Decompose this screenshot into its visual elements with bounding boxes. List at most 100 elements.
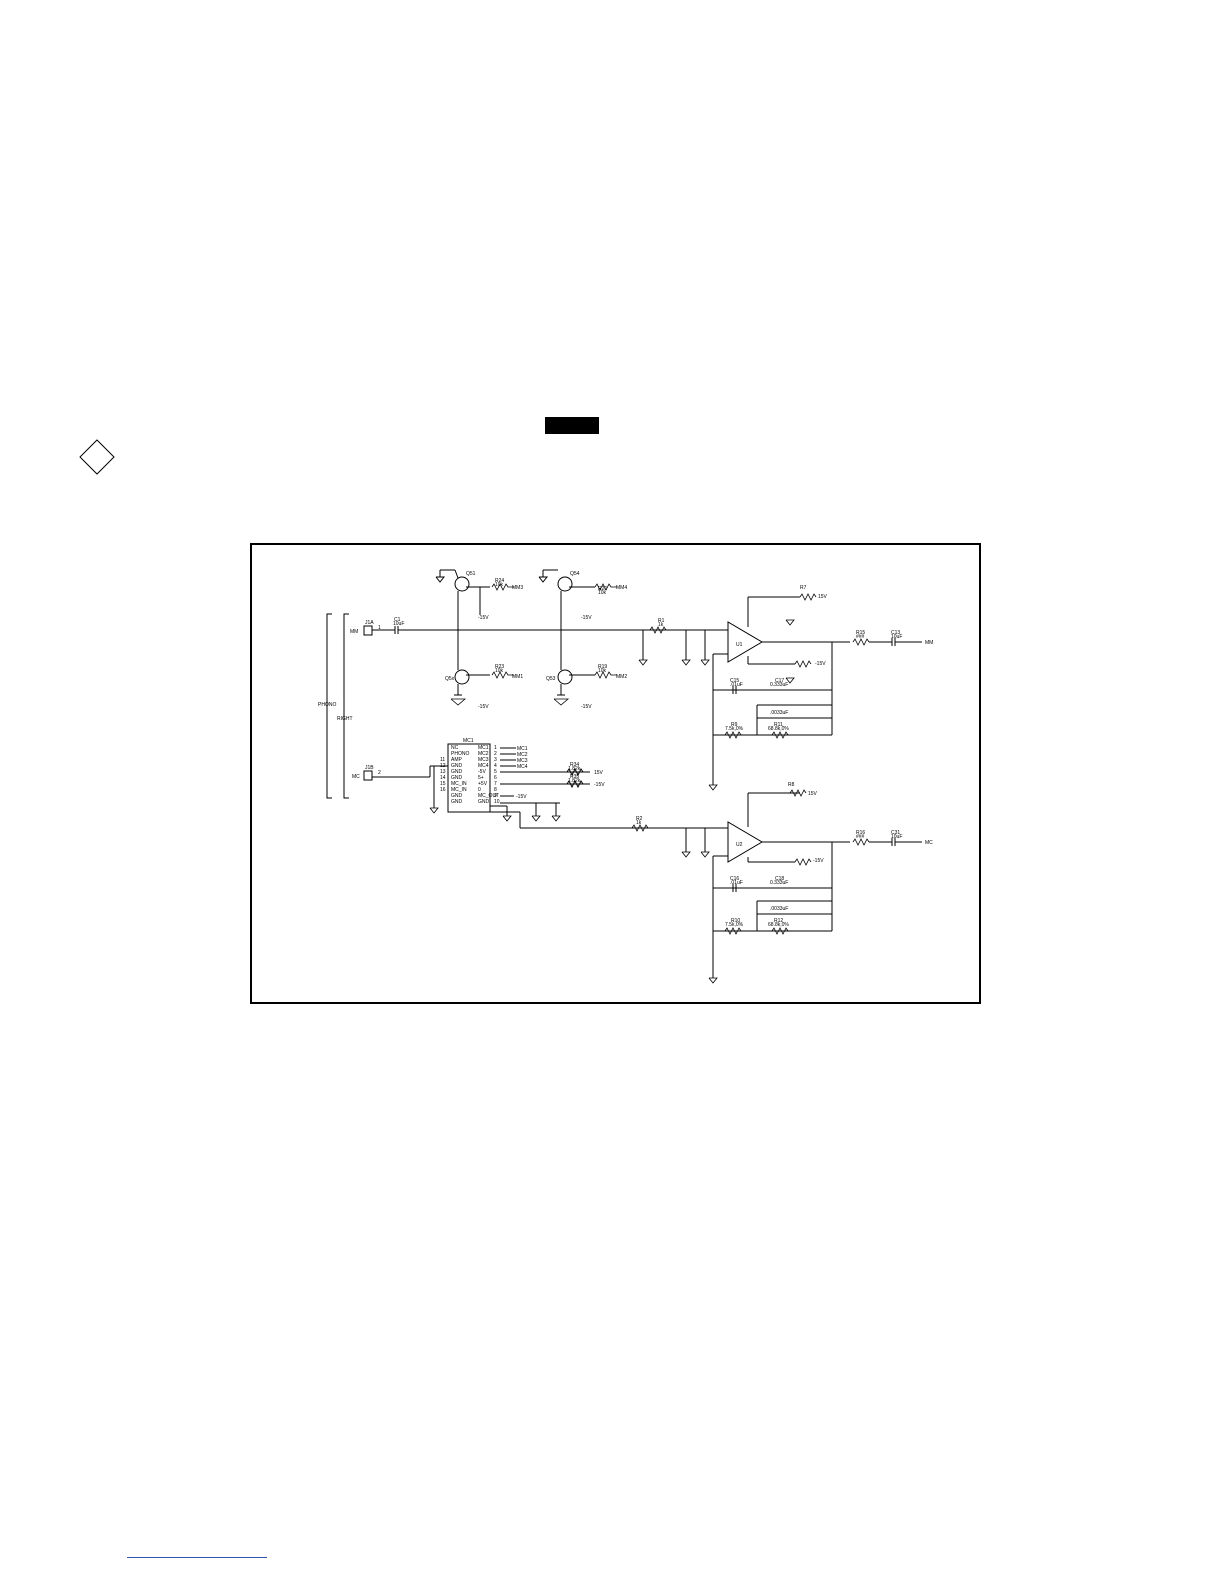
diamond-marker xyxy=(79,439,115,475)
c15-value: .01uF xyxy=(730,682,743,688)
r24-label: R24 xyxy=(495,578,504,584)
r1-label: R1 xyxy=(658,618,665,624)
pin-number: 7 xyxy=(494,781,497,787)
r16-value: ### xyxy=(856,834,865,840)
r23-label: R23 xyxy=(495,664,504,670)
mc1-pin: AMP xyxy=(451,757,462,763)
mc1-right-pin: +5V xyxy=(478,781,488,787)
pin-number: 2 xyxy=(494,751,497,757)
pin-number: 11 xyxy=(440,757,446,763)
pin-number: 14 xyxy=(440,775,446,781)
r9-value: 7.5k,0% xyxy=(725,726,744,732)
mc1-label: MC1 xyxy=(463,738,474,744)
c17-value: 0.333uF xyxy=(770,682,788,688)
r12-value: 68.8k,0% xyxy=(768,922,789,928)
c22-value: .0033uF xyxy=(770,906,788,912)
r10-value: 7.5k,0% xyxy=(725,922,744,928)
r1-value: 1k xyxy=(658,622,664,628)
c16-value: .01uF xyxy=(730,880,743,886)
mm-input-label: MM xyxy=(350,629,358,635)
mc1-pin: GND xyxy=(451,793,463,799)
mc1-right-pin-numbers: 1 2 3 4 5 6 7 8 9 10 xyxy=(494,745,500,805)
pin-number: 16 xyxy=(440,787,446,793)
pin-number: 4 xyxy=(494,763,497,769)
mc1-right-pin: -5V xyxy=(478,769,486,775)
mc-net-1: MC1 xyxy=(517,746,528,752)
m15b-label: -15V xyxy=(516,794,527,800)
r2-value: 1k xyxy=(636,820,642,826)
q54-label: Q54 xyxy=(570,571,580,577)
r15-value: ### xyxy=(856,634,865,640)
pin-number: 3 xyxy=(494,757,497,763)
m15v-label-6: -15V xyxy=(813,858,824,864)
mc1-right-pin: GND xyxy=(478,799,490,805)
c31-value: 10uF xyxy=(891,834,902,840)
mm2-net: MM2 xyxy=(616,674,627,680)
r19-value: 10k xyxy=(598,668,607,674)
schematic-frame xyxy=(250,543,981,1004)
phono-label: PHONO xyxy=(318,702,336,708)
mc1-pin: GND xyxy=(451,769,463,775)
mc1-right-pin: MC1 xyxy=(478,745,489,751)
r16-label: R16 xyxy=(856,830,865,836)
p15v-label-1: 15V xyxy=(818,594,828,600)
m15v-label-1: -15V xyxy=(478,615,489,621)
r19-label: R19 xyxy=(598,664,607,670)
mc1-right-pin: MC4 xyxy=(478,763,489,769)
c31-label: C31 xyxy=(891,830,900,836)
p15v-label-2: 15V xyxy=(808,791,818,797)
m15v-label-5: -15V xyxy=(815,661,826,667)
mc1-pin: NC xyxy=(451,745,459,751)
mc-input-label: MC xyxy=(352,774,360,780)
c1-label: C1 xyxy=(394,617,401,623)
mc1-pin: GND xyxy=(451,763,463,769)
r8-label: R8 xyxy=(788,782,795,788)
pin-number: 5 xyxy=(494,769,497,775)
mc-net-4: MC4 xyxy=(517,764,528,770)
mc1-right-pin: MC_OUT xyxy=(478,793,500,799)
j1a-label: J1A xyxy=(365,620,374,626)
r34-label: R34 xyxy=(570,762,579,768)
c15-label: C15 xyxy=(730,678,739,684)
mm-output-label: MM xyxy=(925,640,933,646)
pin-number: 13 xyxy=(440,769,446,775)
r34-value: 1.82k xyxy=(568,766,581,772)
r9-label: R9 xyxy=(731,722,738,728)
mc1-right-pin: MC3 xyxy=(478,757,489,763)
pin-number: 9 xyxy=(494,793,497,799)
c13-value: 10uF xyxy=(891,634,902,640)
mc-net-3: MC3 xyxy=(517,758,528,764)
mc1-right-pin: MC2 xyxy=(478,751,489,757)
mm1-net: MM1 xyxy=(512,674,523,680)
q51-label: Q51 xyxy=(466,571,476,577)
c21-value: .0033uF xyxy=(770,710,788,716)
mc-net-2: MC2 xyxy=(517,752,528,758)
r20-value: 10k xyxy=(598,590,607,596)
j1b-label: J1B xyxy=(365,765,374,771)
c18-value: 0.333uF xyxy=(770,880,788,886)
mc1-pin: MC_IN xyxy=(451,781,467,787)
mc-output-label: MC xyxy=(925,840,933,846)
r7-label: R7 xyxy=(800,585,807,591)
c1-value: 10uF xyxy=(393,621,404,627)
mc1-right-pins: MC1 MC2 MC3 MC4 -5V 5+ +5V 0 MC_OUT GND xyxy=(478,745,499,805)
mc1-pin-list: NC PHONO AMP GND GND GND MC_IN MC_IN GND… xyxy=(451,745,469,805)
q5x-label: Q5x xyxy=(445,676,455,682)
r20-label: R20 xyxy=(598,586,607,592)
p15-label: 15V xyxy=(594,770,604,776)
r35-label: R35 xyxy=(570,774,579,780)
right-label: RIGHT xyxy=(337,716,353,722)
mm3-net: MM3 xyxy=(512,585,523,591)
black-tab xyxy=(545,417,599,434)
mc1-pin: MC_IN xyxy=(451,787,467,793)
c13-label: C13 xyxy=(891,630,900,636)
pin2-label: 2 xyxy=(378,770,381,776)
u2-label: U2 xyxy=(736,842,743,848)
c18-label: C18 xyxy=(775,876,784,882)
q53-label: Q53 xyxy=(546,676,556,682)
pin-number: 8 xyxy=(494,787,497,793)
pin-number: 6 xyxy=(494,775,497,781)
r35-value: 1.82k xyxy=(568,778,581,784)
